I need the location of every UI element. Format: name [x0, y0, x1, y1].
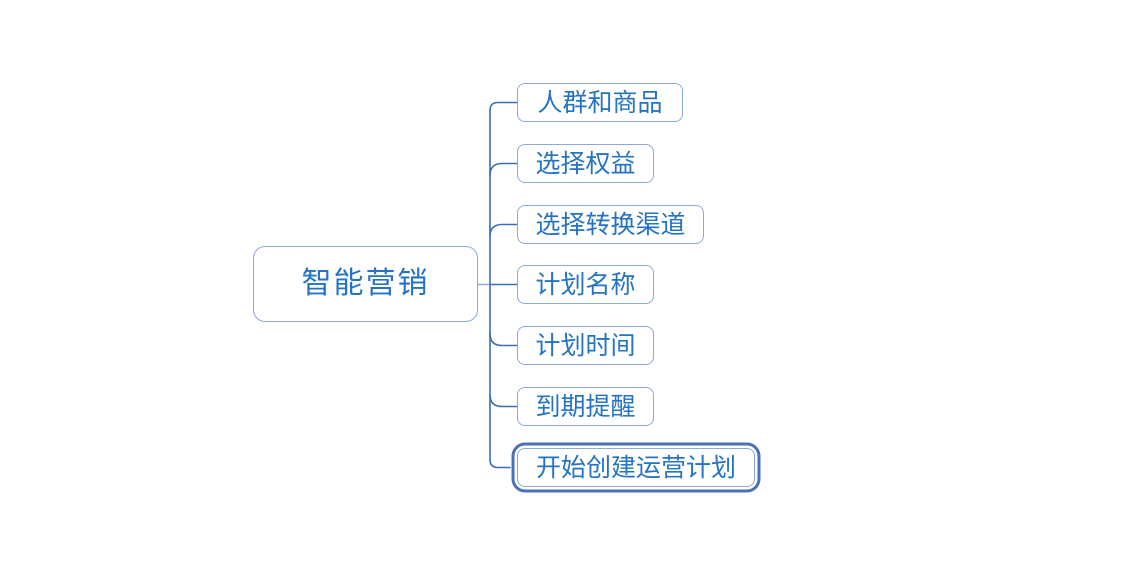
child-node-4[interactable]: 计划名称	[517, 265, 654, 304]
child-node-3[interactable]: 选择转换渠道	[517, 205, 704, 244]
child-node-6[interactable]: 到期提醒	[517, 387, 654, 426]
node-label: 开始创建运营计划	[535, 453, 736, 482]
child-node-7[interactable]: 开始创建运营计划	[517, 448, 755, 487]
root-node-label: 智能营销	[301, 266, 430, 301]
connector-child-5	[489, 332, 518, 347]
connector-child-6	[489, 393, 518, 408]
node-label: 选择转换渠道	[535, 210, 686, 239]
child-node-2[interactable]: 选择权益	[517, 144, 654, 183]
child-node-5[interactable]: 计划时间	[517, 326, 654, 365]
node-label: 选择权益	[535, 149, 636, 178]
connector-child-2	[489, 162, 518, 177]
node-label: 计划名称	[535, 270, 636, 299]
root-node[interactable]: 智能营销	[253, 246, 478, 322]
node-label: 计划时间	[535, 331, 636, 360]
child-node-1[interactable]: 人群和商品	[517, 83, 683, 122]
node-label: 到期提醒	[535, 392, 636, 421]
connector-trunk	[489, 101, 518, 469]
connector-child-3	[489, 223, 518, 238]
node-label: 人群和商品	[537, 88, 663, 117]
